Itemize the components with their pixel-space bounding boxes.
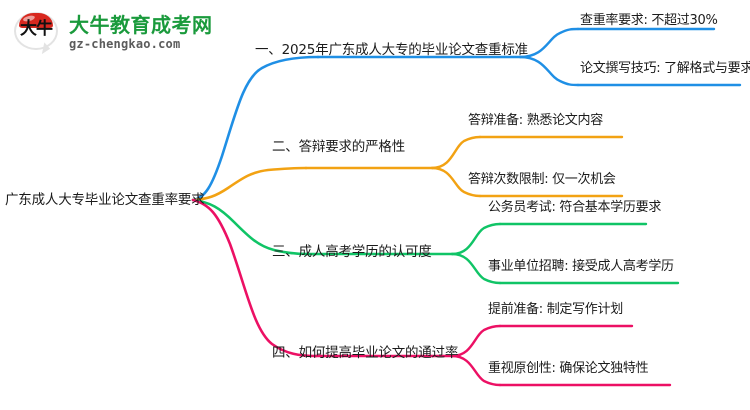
logo-domain: gz-chengkao.com	[69, 36, 181, 51]
mindmap-leaf-node-2-2[interactable]: 答辩次数限制: 仅一次机会	[468, 172, 616, 187]
mindmap-leaf-node-3-1[interactable]: 公务员考试: 符合基本学历要求	[488, 200, 662, 215]
logo-title: 大牛教育成考网	[69, 12, 213, 37]
mindmap-branch-node-1[interactable]: 一、2025年广东成人大专的毕业论文查重标准	[255, 42, 528, 58]
mindmap-branch-node-2[interactable]: 二、答辩要求的严格性	[272, 139, 405, 155]
mindmap-leaf-node-3-2[interactable]: 事业单位招聘: 接受成人高考学历	[488, 259, 674, 274]
logo-mark-text: 大牛	[20, 19, 53, 39]
mindmap-leaf-node-1-2[interactable]: 论文撰写技巧: 了解格式与要求	[580, 61, 750, 76]
mindmap-root-node[interactable]: 广东成人大专毕业论文查重率要求	[5, 192, 205, 208]
branch-4-wires	[191, 198, 672, 387]
logo-wordmark: 大牛教育成考网 gz-chengkao.com	[69, 14, 213, 51]
mindmap-leaf-node-2-1[interactable]: 答辩准备: 熟悉论文内容	[468, 113, 603, 128]
mindmap-leaf-node-4-2[interactable]: 重视原创性: 确保论文独特性	[488, 361, 649, 376]
red-cap-shape	[19, 13, 53, 28]
branch-2-wires	[191, 135, 624, 202]
logo-mark-icon: 大牛	[14, 10, 60, 56]
branch-3-wires	[191, 198, 680, 285]
mindmap-leaf-node-4-1[interactable]: 提前准备: 制定写作计划	[488, 302, 623, 317]
site-logo: 大牛 大牛教育成考网 gz-chengkao.com	[14, 6, 244, 58]
mindmap-branch-node-4[interactable]: 四、如何提高毕业论文的通过率	[272, 345, 459, 361]
branch-1-wires	[191, 27, 742, 202]
mindmap-leaf-node-1-1[interactable]: 查重率要求: 不超过30%	[580, 13, 718, 28]
mindmap-branch-node-3[interactable]: 三、成人高考学历的认可度	[272, 244, 432, 260]
